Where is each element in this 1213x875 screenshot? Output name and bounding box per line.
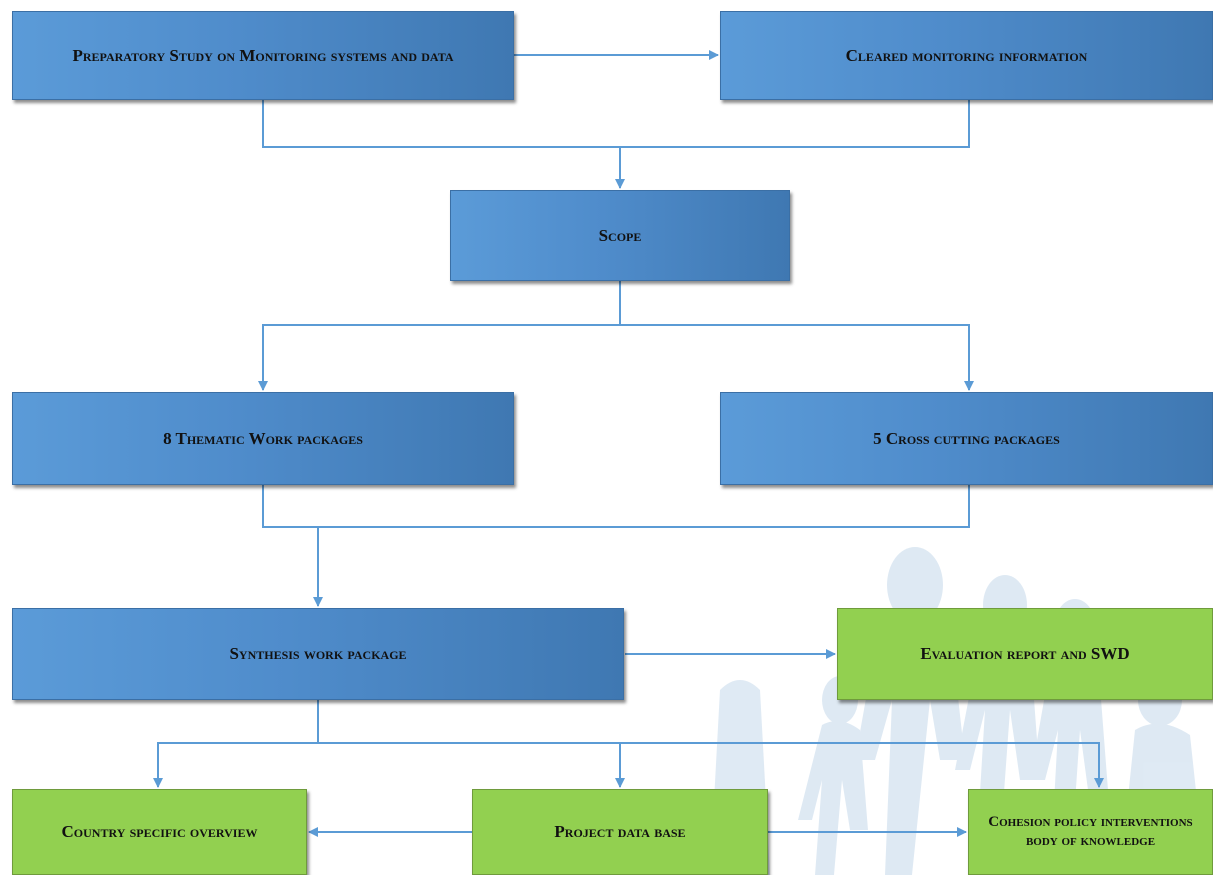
node-body-of-knowledge: Cohesion policy interventions body of kn… <box>968 789 1213 875</box>
connector-top-merge <box>262 100 970 148</box>
node-country-overview-label: Country specific overview <box>61 822 258 842</box>
node-cleared-monitoring-label: Cleared monitoring information <box>845 45 1088 65</box>
node-cross-cutting-packages-label: 5 Cross cutting packages <box>873 428 1060 448</box>
connector-scope-split <box>262 324 970 388</box>
node-project-database: Project data base <box>472 789 768 875</box>
node-preparatory-study-label: Preparatory Study on Monitoring systems … <box>72 45 454 65</box>
connector-packages-merge <box>262 485 970 528</box>
node-evaluation-report: Evaluation report and SWD <box>837 608 1213 700</box>
node-evaluation-report-label: Evaluation report and SWD <box>920 644 1130 664</box>
node-synthesis-package: Synthesis work package <box>12 608 624 700</box>
node-thematic-packages: 8 Thematic Work packages <box>12 392 514 485</box>
node-body-of-knowledge-label: Cohesion policy interventions body of kn… <box>988 814 1193 849</box>
node-synthesis-package-label: Synthesis work package <box>229 644 407 664</box>
node-scope: Scope <box>450 190 790 281</box>
node-scope-label: Scope <box>598 225 642 245</box>
connector-outputs-split <box>157 742 1100 785</box>
node-country-overview: Country specific overview <box>12 789 307 875</box>
node-cross-cutting-packages: 5 Cross cutting packages <box>720 392 1213 485</box>
node-thematic-packages-label: 8 Thematic Work packages <box>163 428 363 448</box>
node-preparatory-study: Preparatory Study on Monitoring systems … <box>12 11 514 100</box>
node-cleared-monitoring: Cleared monitoring information <box>720 11 1213 100</box>
node-project-database-label: Project data base <box>554 822 686 842</box>
